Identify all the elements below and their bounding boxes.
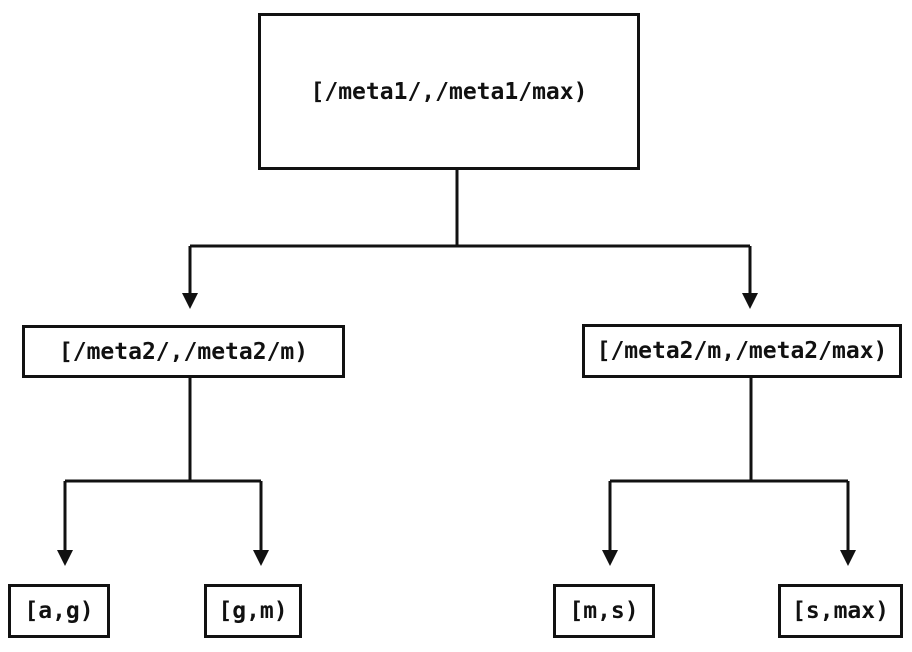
node-leaf-ms: [m,s) (553, 584, 655, 638)
node-leaf-gm: [g,m) (204, 584, 302, 638)
node-label: [/meta2/m,/meta2/max) (596, 338, 888, 364)
edge-left-to-leaves (63, 378, 263, 551)
node-meta2-lower-range: [/meta2/,/meta2/m) (22, 325, 345, 378)
arrowhead-right-child (742, 293, 758, 309)
edge-right-to-leaves (608, 378, 850, 551)
arrowhead-leaf-ag (57, 550, 73, 566)
arrowhead-left-child (182, 293, 198, 309)
node-label: [/meta2/,/meta2/m) (58, 338, 309, 365)
node-meta2-upper-range: [/meta2/m,/meta2/max) (582, 324, 902, 378)
node-meta1-range: [/meta1/,/meta1/max) (258, 13, 640, 170)
node-leaf-smax: [s,max) (778, 584, 903, 638)
arrowhead-leaf-gm (253, 550, 269, 566)
node-label: [/meta1/,/meta1/max) (310, 78, 588, 105)
node-leaf-ag: [a,g) (8, 584, 110, 638)
node-label: [s,max) (792, 598, 889, 624)
edge-root-to-level2 (188, 170, 752, 294)
node-label: [m,s) (569, 598, 639, 624)
node-label: [a,g) (24, 598, 94, 624)
arrowhead-leaf-smax (840, 550, 856, 566)
arrowhead-leaf-ms (602, 550, 618, 566)
node-label: [g,m) (218, 598, 288, 624)
